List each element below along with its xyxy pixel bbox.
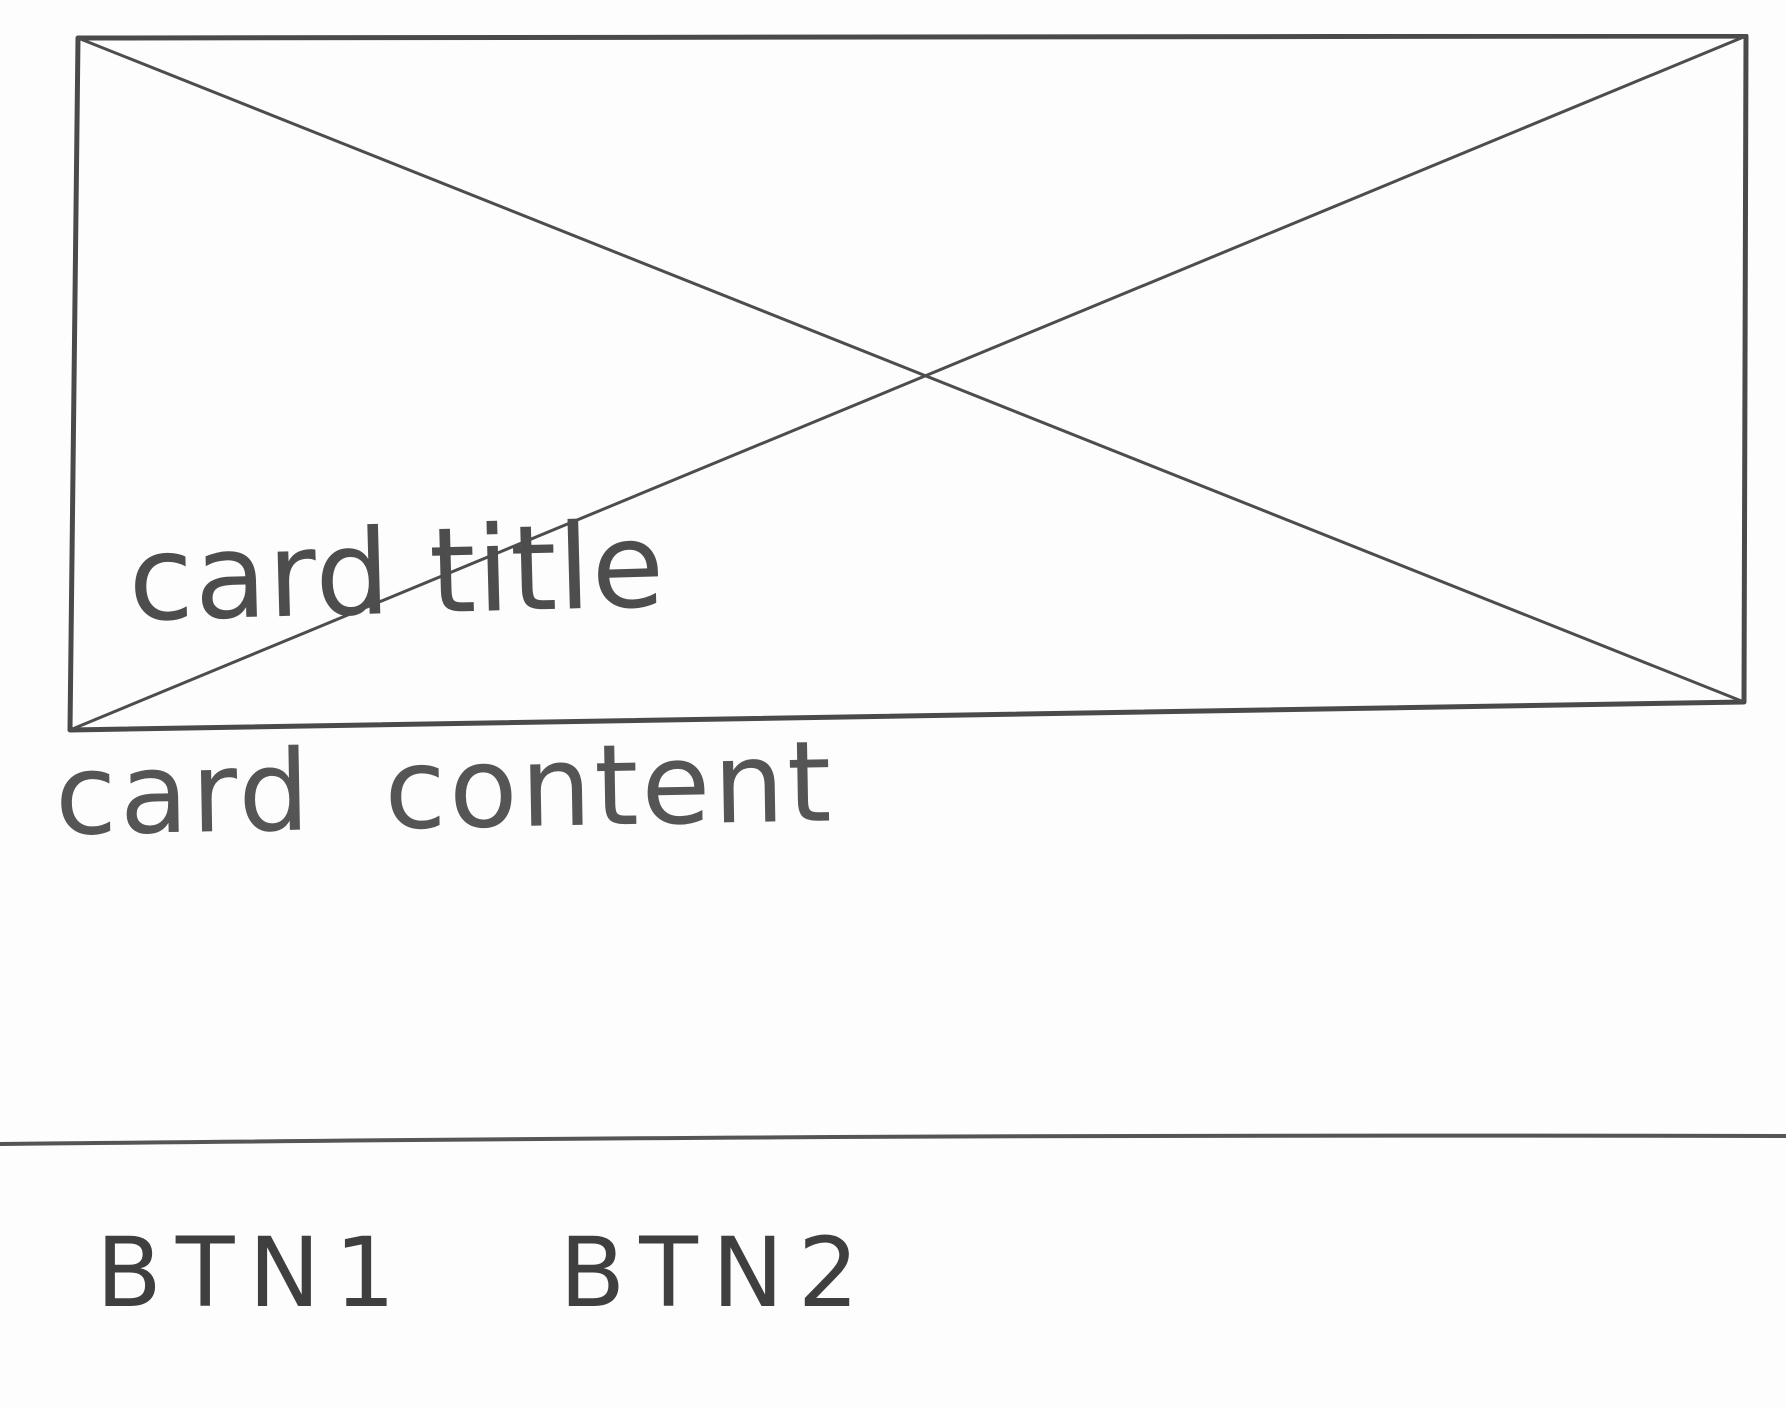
image-placeholder-icon <box>67 34 1749 733</box>
card-actions: BTN1 BTN2 <box>96 1208 873 1338</box>
card-content: card content <box>54 717 835 861</box>
image-placeholder-diagonal-1 <box>77 36 1745 704</box>
card-divider <box>0 1133 1786 1146</box>
btn2-button[interactable]: BTN2 <box>559 1217 873 1329</box>
card-title: card title <box>126 495 667 648</box>
card-content-word-2: content <box>383 717 836 856</box>
card-content-word-1: card <box>53 726 314 861</box>
btn1-button[interactable]: BTN1 <box>96 1217 410 1329</box>
image-placeholder-diagonal-2 <box>69 34 1747 732</box>
